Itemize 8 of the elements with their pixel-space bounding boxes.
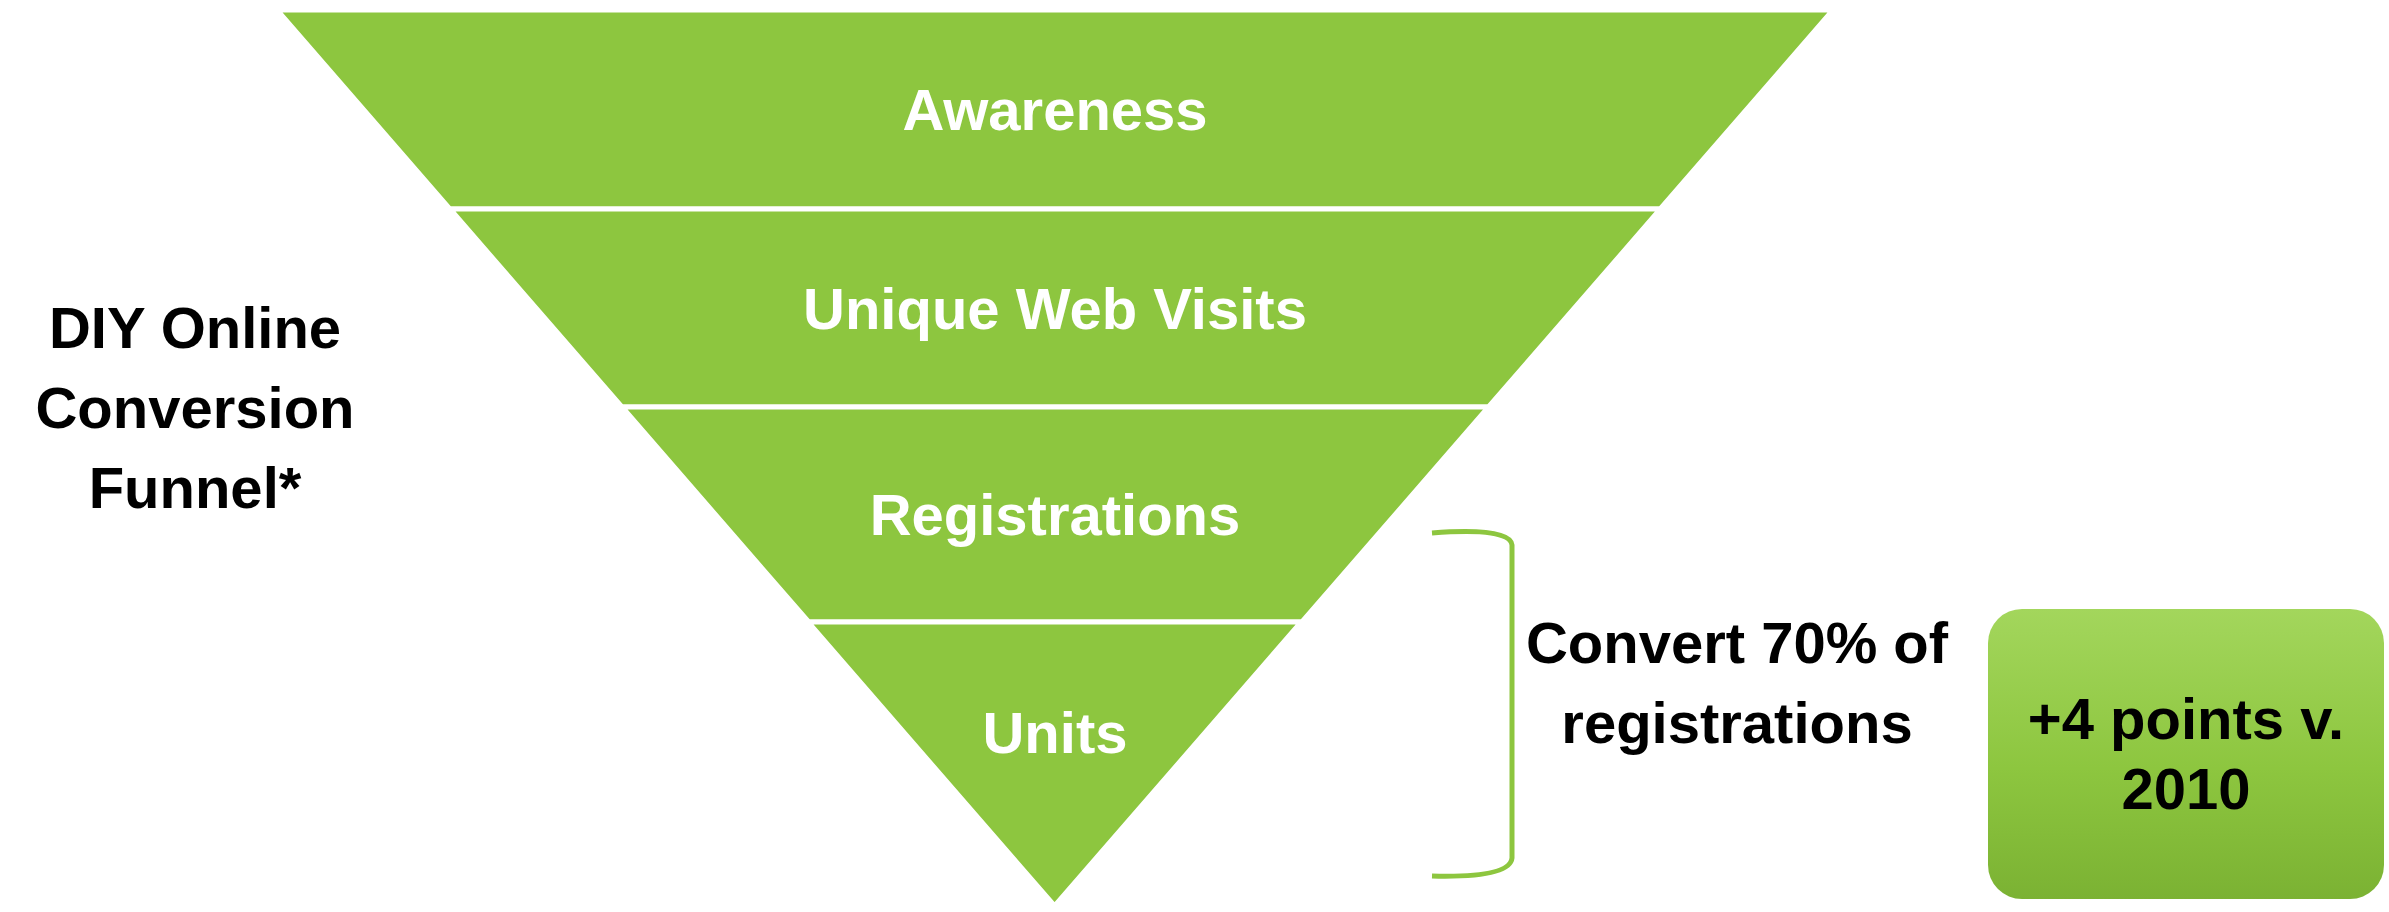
band-label: Unique Web Visits <box>803 275 1307 343</box>
callout-badge <box>1988 609 2384 899</box>
band-label: Registrations <box>869 481 1241 549</box>
band-label: Awareness <box>902 76 1208 144</box>
chart-title: DIY Online Conversion Funnel* <box>34 294 356 522</box>
badge-text: +4 points v. 2010 <box>2026 685 2346 823</box>
conversion-note: Convert 70% of registrations <box>1524 609 1950 757</box>
band-label: Units <box>982 699 1128 767</box>
